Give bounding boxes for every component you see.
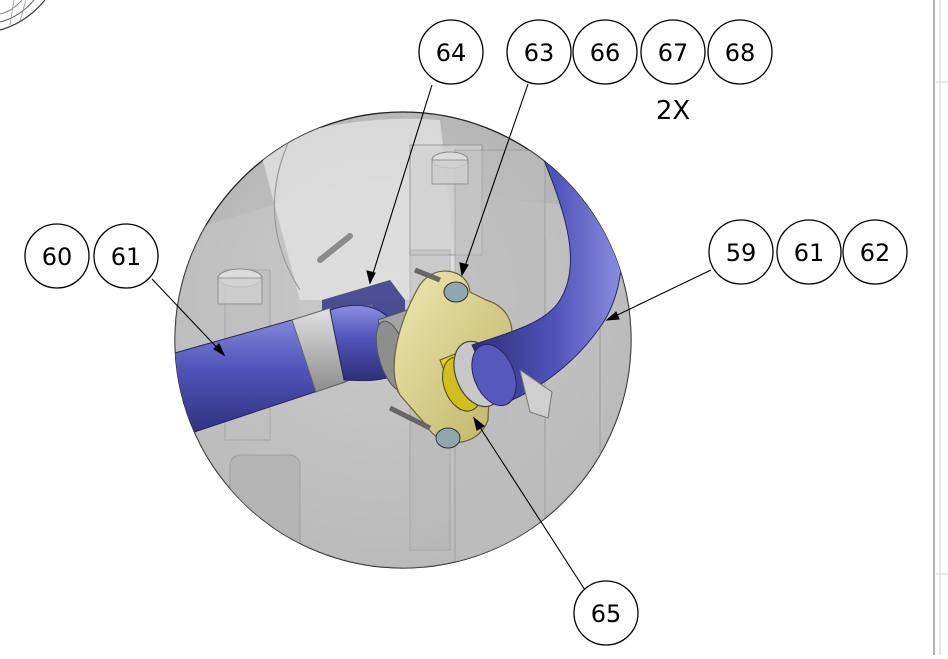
quantity-note: 2X [656, 96, 690, 126]
leader-59-61-62-arrow [605, 311, 620, 321]
quantity-note-text: 2X [656, 96, 690, 126]
leader-60-61 [151, 278, 225, 356]
balloon-66: 66 [572, 19, 638, 85]
svg-text:63: 63 [524, 39, 555, 67]
detail-assembly [175, 118, 631, 568]
balloon-68: 68 [707, 19, 773, 85]
leader-64 [369, 84, 433, 284]
partial-part-outline [0, 0, 46, 31]
svg-text:68: 68 [725, 39, 756, 67]
balloon-67: 67 [640, 19, 706, 85]
sheet-border [933, 0, 948, 655]
balloon-61-left: 61 [93, 223, 159, 289]
leader-63 [461, 83, 529, 276]
leader-64-arrow [366, 270, 376, 285]
leader-59-61-62 [606, 269, 712, 321]
leader-65-arrow [473, 416, 485, 431]
leader-60-61-arrow [213, 343, 226, 357]
svg-text:59: 59 [726, 239, 757, 267]
balloon-64: 64 [418, 19, 484, 85]
svg-text:61: 61 [794, 239, 825, 267]
balloon-62: 62 [842, 219, 908, 285]
leader-lines [151, 83, 712, 591]
leader-63-arrow [459, 262, 469, 277]
svg-text:60: 60 [42, 243, 73, 271]
svg-text:62: 62 [860, 239, 891, 267]
balloon-59: 59 [708, 219, 774, 285]
svg-text:61: 61 [111, 243, 142, 271]
svg-text:64: 64 [436, 39, 467, 67]
balloon-61-right: 61 [776, 219, 842, 285]
svg-text:67: 67 [658, 39, 689, 67]
leader-65 [473, 417, 586, 591]
balloon-63: 63 [506, 19, 572, 85]
balloon-60: 60 [24, 223, 90, 289]
svg-text:66: 66 [590, 39, 621, 67]
svg-text:65: 65 [591, 600, 622, 628]
balloon-65: 65 [573, 580, 639, 646]
